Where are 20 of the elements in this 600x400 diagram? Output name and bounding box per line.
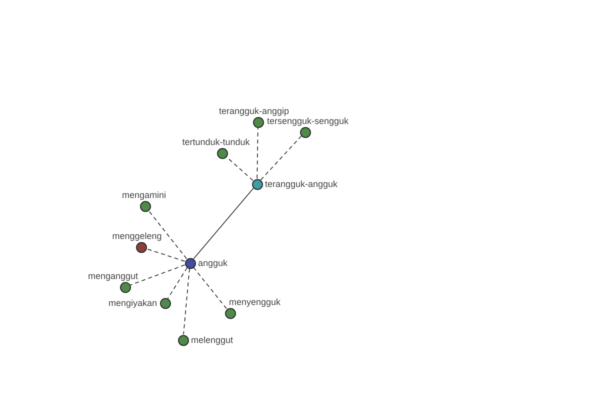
node-label: menggeleng (112, 231, 162, 241)
node-label: menganggut (88, 271, 138, 281)
dashed-connector (193, 266, 227, 310)
node-label: mengamini (122, 190, 166, 200)
node-label: tertunduk-tunduk (182, 137, 250, 147)
dashed-connector (183, 268, 190, 335)
node-label: terangguk-angguk (265, 179, 338, 189)
dashed-connector (148, 210, 187, 260)
dashed-connector (260, 136, 302, 180)
dashed-connector (130, 264, 186, 286)
node-label: tersengguk-sengguk (267, 116, 349, 126)
node-label: melenggut (191, 335, 234, 345)
dashed-connector (168, 267, 188, 299)
node-label: terangguk-anggip (218, 106, 290, 116)
node-label: mengiyakan (108, 298, 157, 308)
node-label: menyengguk (229, 297, 281, 307)
dashed-connector (146, 248, 186, 262)
node-label: angguk (198, 258, 228, 268)
dashed-connector (256, 127, 258, 179)
connector-line (193, 188, 254, 260)
